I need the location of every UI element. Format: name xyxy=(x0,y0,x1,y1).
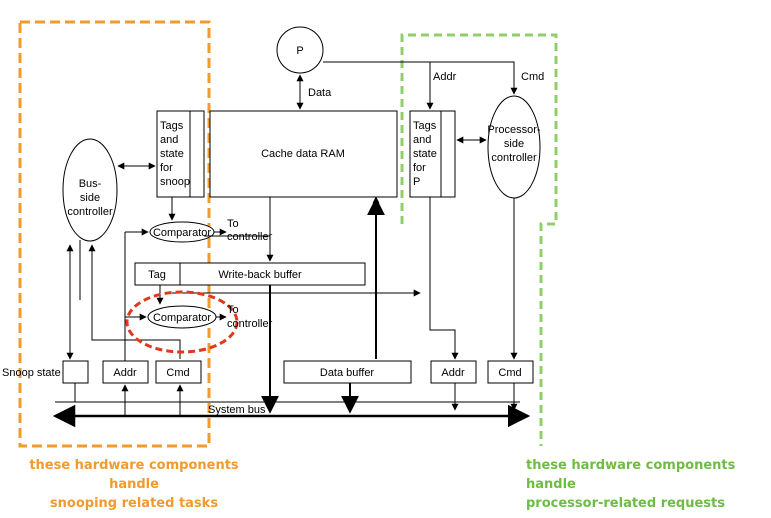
svg-text:for: for xyxy=(160,162,173,174)
addr-top-label: Addr xyxy=(433,71,457,83)
tag-label: Tag xyxy=(148,269,166,281)
svg-text:Tags: Tags xyxy=(160,120,184,132)
addr-right-box xyxy=(430,360,477,384)
processor-region-outline xyxy=(400,33,558,446)
processor-node xyxy=(276,26,324,74)
svg-text:side: side xyxy=(80,192,100,204)
snoop-caption: these hardware components handle snoopin… xyxy=(29,458,239,511)
snoop-tags-label: Tags and state for snoop xyxy=(160,120,190,188)
to-controller-top-label: To controller xyxy=(227,218,273,243)
cmd-right-label: Cmd xyxy=(498,367,521,379)
snoop-state-box xyxy=(62,360,89,384)
snoop-state-label: Snoop state xyxy=(2,367,61,379)
comparator-bottom-label: Comparator xyxy=(153,312,211,324)
cache-data-ram-box xyxy=(209,110,398,198)
snoop-tags-box xyxy=(156,110,205,198)
processor-label: P xyxy=(296,45,303,57)
cmd-left-box xyxy=(155,360,202,384)
writeback-buffer-label: Write-back buffer xyxy=(218,269,302,281)
addr-right-label: Addr xyxy=(441,367,465,379)
svg-text:Tags: Tags xyxy=(413,120,437,132)
cmd-right-box xyxy=(487,360,534,384)
cache-data-ram-label: Cache data RAM xyxy=(261,148,345,160)
svg-text:Bus-: Bus- xyxy=(79,178,102,190)
processor-caption: these hardware components handle process… xyxy=(526,458,736,511)
cmd-top-label: Cmd xyxy=(521,71,544,83)
system-bus-label: System bus xyxy=(208,404,266,416)
bus-side-controller-node xyxy=(62,138,118,242)
svg-text:To: To xyxy=(227,218,239,230)
svg-text:controller: controller xyxy=(67,206,113,218)
comparator-top-label: Comparator xyxy=(153,227,211,239)
bus-side-controller-label: Bus- side controller xyxy=(67,178,113,218)
addr-left-label: Addr xyxy=(113,367,137,379)
cmd-left-label: Cmd xyxy=(166,367,189,379)
data-buffer-box xyxy=(283,360,412,384)
svg-text:controller: controller xyxy=(491,152,537,164)
svg-text:and: and xyxy=(160,134,178,146)
svg-text:state: state xyxy=(160,148,184,160)
svg-text:snoop: snoop xyxy=(160,176,190,188)
comparator-highlight xyxy=(125,290,239,354)
writeback-buffer-box xyxy=(179,262,366,286)
data-buffer-label: Data buffer xyxy=(320,367,375,379)
to-controller-bottom-label: To controller xyxy=(227,304,273,330)
data-label: Data xyxy=(308,87,332,99)
svg-text:Processor-: Processor- xyxy=(487,124,541,136)
svg-text:and: and xyxy=(413,134,431,146)
svg-text:controller: controller xyxy=(227,231,273,243)
svg-text:To: To xyxy=(227,304,239,316)
svg-text:side: side xyxy=(504,138,524,150)
svg-text:state: state xyxy=(413,148,437,160)
svg-text:P: P xyxy=(413,176,420,188)
proc-tags-box xyxy=(409,110,456,198)
svg-text:controller: controller xyxy=(227,318,273,330)
proc-tags-label: Tags and state for P xyxy=(413,120,437,188)
processor-side-controller-label: Processor- side controller xyxy=(487,124,541,164)
svg-text:for: for xyxy=(413,162,426,174)
snoop-region-outline xyxy=(18,20,211,448)
